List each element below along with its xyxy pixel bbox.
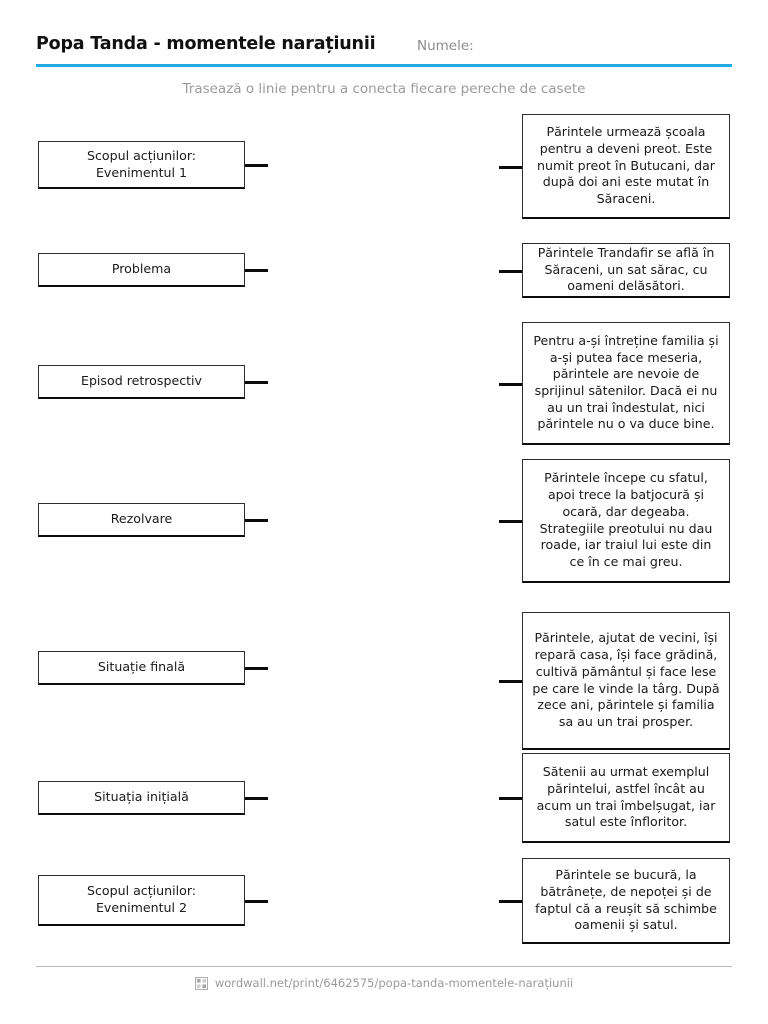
connector-stub-left[interactable] bbox=[245, 164, 268, 167]
connector-stub-right[interactable] bbox=[499, 520, 522, 523]
prompt-card[interactable]: Episod retrospectiv bbox=[38, 365, 245, 399]
page-header: Popa Tanda - momentele narațiunii Numele… bbox=[36, 34, 732, 68]
answer-card-text: Părintele se bucură, la bătrânețe, de ne… bbox=[535, 867, 717, 933]
prompt-card-text: Scopul acțiunilor:Evenimentul 1 bbox=[86, 147, 197, 180]
prompt-card[interactable]: Situația inițială bbox=[38, 781, 245, 815]
answer-card[interactable]: Părintele se bucură, la bătrânețe, de ne… bbox=[522, 858, 730, 944]
answer-card-text: Pentru a-și întreține familia și a-și pu… bbox=[533, 332, 719, 432]
answer-card[interactable]: Părintele începe cu sfatul, apoi trece l… bbox=[522, 459, 730, 583]
answer-card-text: Părintele urmează școala pentru a deveni… bbox=[536, 124, 715, 207]
answer-card-text: Sătenii au urmat exemplul părintelui, as… bbox=[536, 764, 716, 830]
page-title: Popa Tanda - momentele narațiunii bbox=[36, 34, 376, 54]
connector-stub-left[interactable] bbox=[245, 667, 268, 670]
connector-stub-left[interactable] bbox=[245, 269, 268, 272]
connector-stub-left[interactable] bbox=[245, 797, 268, 800]
page-footer: wordwall.net/print/6462575/popa-tanda-mo… bbox=[0, 976, 768, 990]
connector-stub-right[interactable] bbox=[499, 383, 522, 386]
connector-stub-left[interactable] bbox=[245, 519, 268, 522]
connector-stub-right[interactable] bbox=[499, 270, 522, 273]
header-accent-rule bbox=[36, 64, 732, 67]
connector-stub-left[interactable] bbox=[245, 381, 268, 384]
answer-card-text: Părintele Trandafir se află în Săraceni,… bbox=[537, 244, 715, 294]
answer-card-text: Părintele, ajutat de vecini, își repară … bbox=[532, 630, 720, 729]
footer-divider bbox=[36, 966, 732, 967]
prompt-card-text: Situație finală bbox=[97, 659, 186, 675]
prompt-card[interactable]: Problema bbox=[38, 253, 245, 287]
prompt-card[interactable]: Scopul acțiunilor:Evenimentul 1 bbox=[38, 141, 245, 189]
name-field-label: Numele: bbox=[417, 38, 474, 54]
answer-card-text: Părintele începe cu sfatul, apoi trece l… bbox=[539, 470, 713, 569]
answer-card[interactable]: Părintele Trandafir se află în Săraceni,… bbox=[522, 243, 730, 298]
answer-card[interactable]: Părintele urmează școala pentru a deveni… bbox=[522, 114, 730, 219]
wordwall-grid-icon bbox=[194, 976, 208, 990]
connector-stub-right[interactable] bbox=[499, 166, 522, 169]
connector-stub-right[interactable] bbox=[499, 680, 522, 683]
connector-stub-left[interactable] bbox=[245, 900, 268, 903]
answer-card[interactable]: Sătenii au urmat exemplul părintelui, as… bbox=[522, 753, 730, 843]
prompt-card-text: Episod retrospectiv bbox=[80, 373, 203, 389]
instructions-text: Trasează o linie pentru a conecta fiecar… bbox=[182, 81, 586, 97]
prompt-card[interactable]: Scopul acțiunilor:Evenimentul 2 bbox=[38, 875, 245, 926]
prompt-card[interactable]: Situație finală bbox=[38, 651, 245, 685]
prompt-card-text: Scopul acțiunilor:Evenimentul 2 bbox=[86, 883, 197, 915]
prompt-card-text: Situația inițială bbox=[94, 789, 189, 805]
answer-card[interactable]: Pentru a-și întreține familia și a-și pu… bbox=[522, 322, 730, 445]
footer-url: wordwall.net/print/6462575/popa-tanda-mo… bbox=[214, 976, 574, 990]
answer-card[interactable]: Părintele, ajutat de vecini, își repară … bbox=[522, 612, 730, 750]
prompt-card-text: Rezolvare bbox=[110, 511, 173, 527]
connector-stub-right[interactable] bbox=[499, 797, 522, 800]
connector-stub-right[interactable] bbox=[499, 900, 522, 903]
prompt-card[interactable]: Rezolvare bbox=[38, 503, 245, 537]
prompt-card-text: Problema bbox=[111, 261, 172, 277]
